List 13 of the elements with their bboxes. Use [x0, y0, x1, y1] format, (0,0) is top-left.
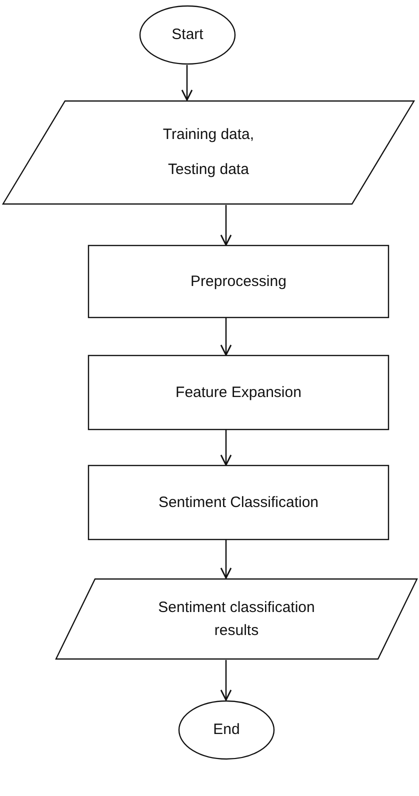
node-text: Feature Expansion — [176, 384, 302, 402]
node-text: Training data, Testing data — [162, 125, 256, 180]
node-text: Start — [172, 26, 204, 44]
arrow — [220, 430, 232, 466]
arrow — [220, 205, 232, 246]
node-text: Sentiment Classification — [158, 494, 319, 512]
node-text: End — [213, 721, 240, 739]
arrow — [220, 318, 232, 356]
arrow — [220, 540, 232, 579]
node-text: Sentiment classification results — [157, 598, 316, 641]
node-text: Preprocessing — [190, 272, 286, 290]
arrow — [220, 660, 232, 701]
arrow — [181, 65, 193, 101]
